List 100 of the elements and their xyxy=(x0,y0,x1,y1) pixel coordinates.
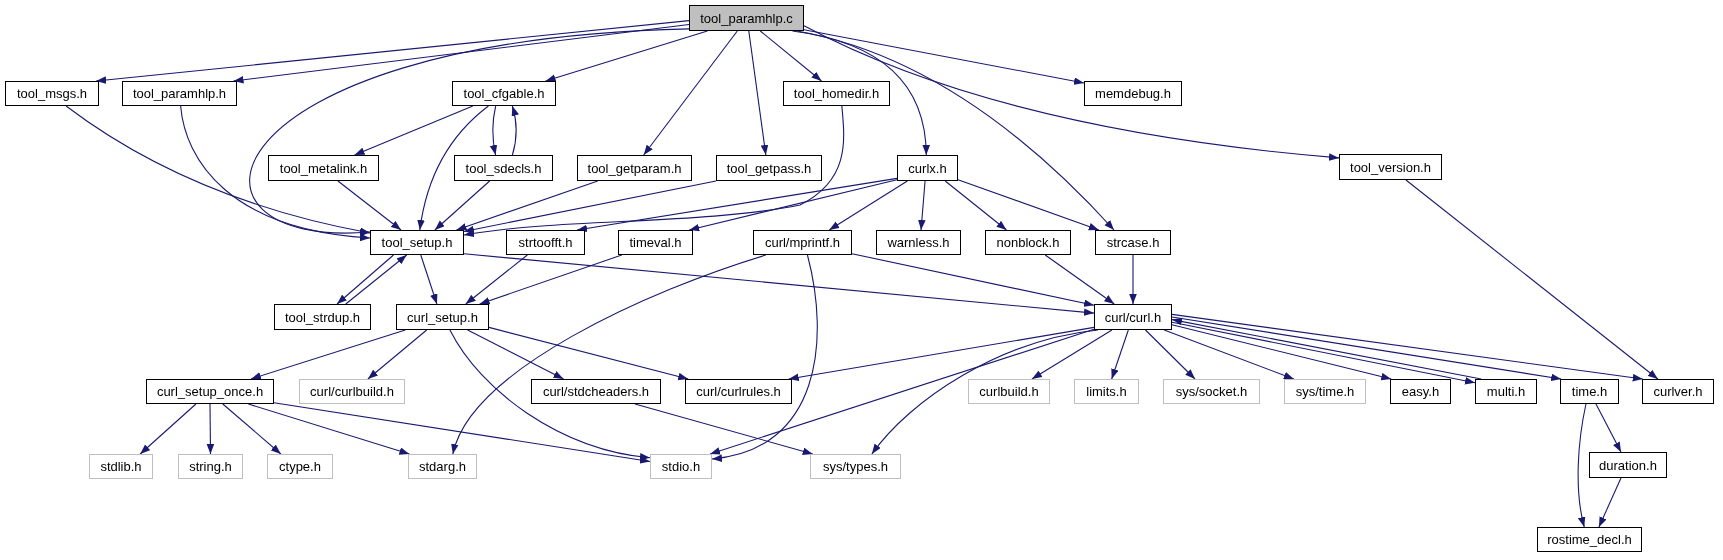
file-node: tool_getpass.h xyxy=(716,155,822,181)
include-arrow xyxy=(1598,477,1622,528)
include-arrow xyxy=(1595,403,1622,453)
file-node: warnless.h xyxy=(876,230,961,255)
include-arrow xyxy=(463,105,845,238)
file-node: stdarg.h xyxy=(408,454,477,479)
include-arrow xyxy=(828,180,908,231)
file-node: string.h xyxy=(178,454,243,479)
include-arrow xyxy=(434,180,491,231)
include-arrow xyxy=(449,329,651,461)
include-arrow xyxy=(479,254,623,305)
file-node: strtoofft.h xyxy=(506,230,585,255)
include-arrow xyxy=(465,254,528,305)
file-node: sys/time.h xyxy=(1284,379,1366,404)
include-arrow xyxy=(233,23,690,84)
file-node: tool_cfgable.h xyxy=(452,81,556,106)
include-arrow xyxy=(180,105,371,241)
file-node: duration.h xyxy=(1589,452,1667,478)
include-arrow xyxy=(273,402,651,464)
include-arrow xyxy=(957,179,1100,231)
file-node: tool_paramhlp.h xyxy=(122,81,237,106)
include-arrow xyxy=(1577,403,1587,528)
include-arrow xyxy=(788,326,1095,382)
include-arrow xyxy=(1111,329,1129,380)
file-node: tool_setup.h xyxy=(370,230,464,255)
file-node: curl/mprintf.h xyxy=(753,230,852,255)
file-node: curl/curl.h xyxy=(1094,304,1172,330)
include-arrow xyxy=(748,30,769,156)
include-arrow xyxy=(918,180,926,231)
file-node: curlver.h xyxy=(1642,379,1714,404)
include-arrow xyxy=(803,29,1085,85)
include-arrow xyxy=(1171,324,1392,381)
include-arrow xyxy=(417,105,489,231)
file-node: nonblock.h xyxy=(985,230,1071,255)
include-arrow xyxy=(545,30,708,82)
include-arrow xyxy=(336,254,395,305)
file-node: stdlib.h xyxy=(89,454,153,479)
include-arrow xyxy=(944,180,1008,231)
include-arrow xyxy=(95,20,690,84)
file-node: limits.h xyxy=(1074,379,1139,404)
include-arrow xyxy=(688,179,898,232)
include-arrow xyxy=(1044,254,1115,305)
file-node: curlbuild.h xyxy=(968,379,1050,404)
include-arrow xyxy=(222,403,282,455)
file-node: multi.h xyxy=(1475,379,1537,404)
include-arrow xyxy=(354,105,474,156)
include-arrow xyxy=(247,403,410,455)
include-arrow xyxy=(1163,329,1295,380)
file-node: curl/stdcheaders.h xyxy=(531,379,661,404)
file-node: easy.h xyxy=(1390,379,1451,404)
include-arrow xyxy=(803,25,1340,161)
include-arrow xyxy=(851,253,1095,307)
file-node: time.h xyxy=(1560,379,1619,404)
include-arrow xyxy=(1129,254,1137,305)
include-arrow xyxy=(206,403,215,455)
file-node: tool_homedir.h xyxy=(783,81,890,106)
include-arrow xyxy=(511,105,519,156)
file-node: tool_paramhlp.c xyxy=(689,5,804,31)
file-node: rostime_decl.h xyxy=(1537,527,1642,552)
include-arrow xyxy=(488,326,689,381)
file-node: sys/socket.h xyxy=(1163,379,1260,404)
include-arrow xyxy=(337,180,402,231)
include-arrow xyxy=(250,28,690,236)
include-arrow xyxy=(345,254,408,305)
file-node: curl/curlrules.h xyxy=(685,379,792,404)
file-node: tool_version.h xyxy=(1339,154,1442,180)
include-arrow xyxy=(1405,179,1659,380)
include-arrow xyxy=(420,254,438,305)
file-node: curl_setup_once.h xyxy=(146,379,274,404)
file-node: sys/types.h xyxy=(810,454,901,479)
include-arrow xyxy=(467,329,565,380)
file-node: tool_sdecls.h xyxy=(454,155,553,181)
file-node: strcase.h xyxy=(1095,230,1171,255)
include-arrow xyxy=(367,329,428,380)
include-arrow xyxy=(711,254,818,462)
include-arrow xyxy=(463,253,1095,316)
file-node: curl_setup.h xyxy=(396,304,489,330)
include-arrow xyxy=(709,328,1095,455)
file-node: ctype.h xyxy=(267,454,333,479)
include-arrow xyxy=(452,254,767,455)
file-node: curl/curlbuild.h xyxy=(299,379,405,404)
file-node: tool_metalink.h xyxy=(268,155,379,181)
include-arrow xyxy=(1171,313,1644,382)
file-node: memdebug.h xyxy=(1084,81,1182,106)
file-node: tool_msgs.h xyxy=(5,81,99,106)
include-arrow xyxy=(643,30,738,156)
include-arrow xyxy=(1144,329,1196,380)
include-arrow xyxy=(65,105,371,235)
include-arrow xyxy=(250,329,406,380)
include-arrow xyxy=(489,105,498,156)
include-arrow xyxy=(455,180,599,231)
include-arrow xyxy=(1171,316,1562,382)
file-node: tool_getparam.h xyxy=(577,155,692,181)
file-node: curlx.h xyxy=(897,155,958,181)
include-arrow xyxy=(634,403,814,455)
file-node: timeval.h xyxy=(618,230,693,255)
include-arrow xyxy=(139,403,197,455)
include-arrow xyxy=(759,30,823,82)
include-arrow xyxy=(1031,329,1113,380)
file-node: tool_strdup.h xyxy=(274,304,371,330)
